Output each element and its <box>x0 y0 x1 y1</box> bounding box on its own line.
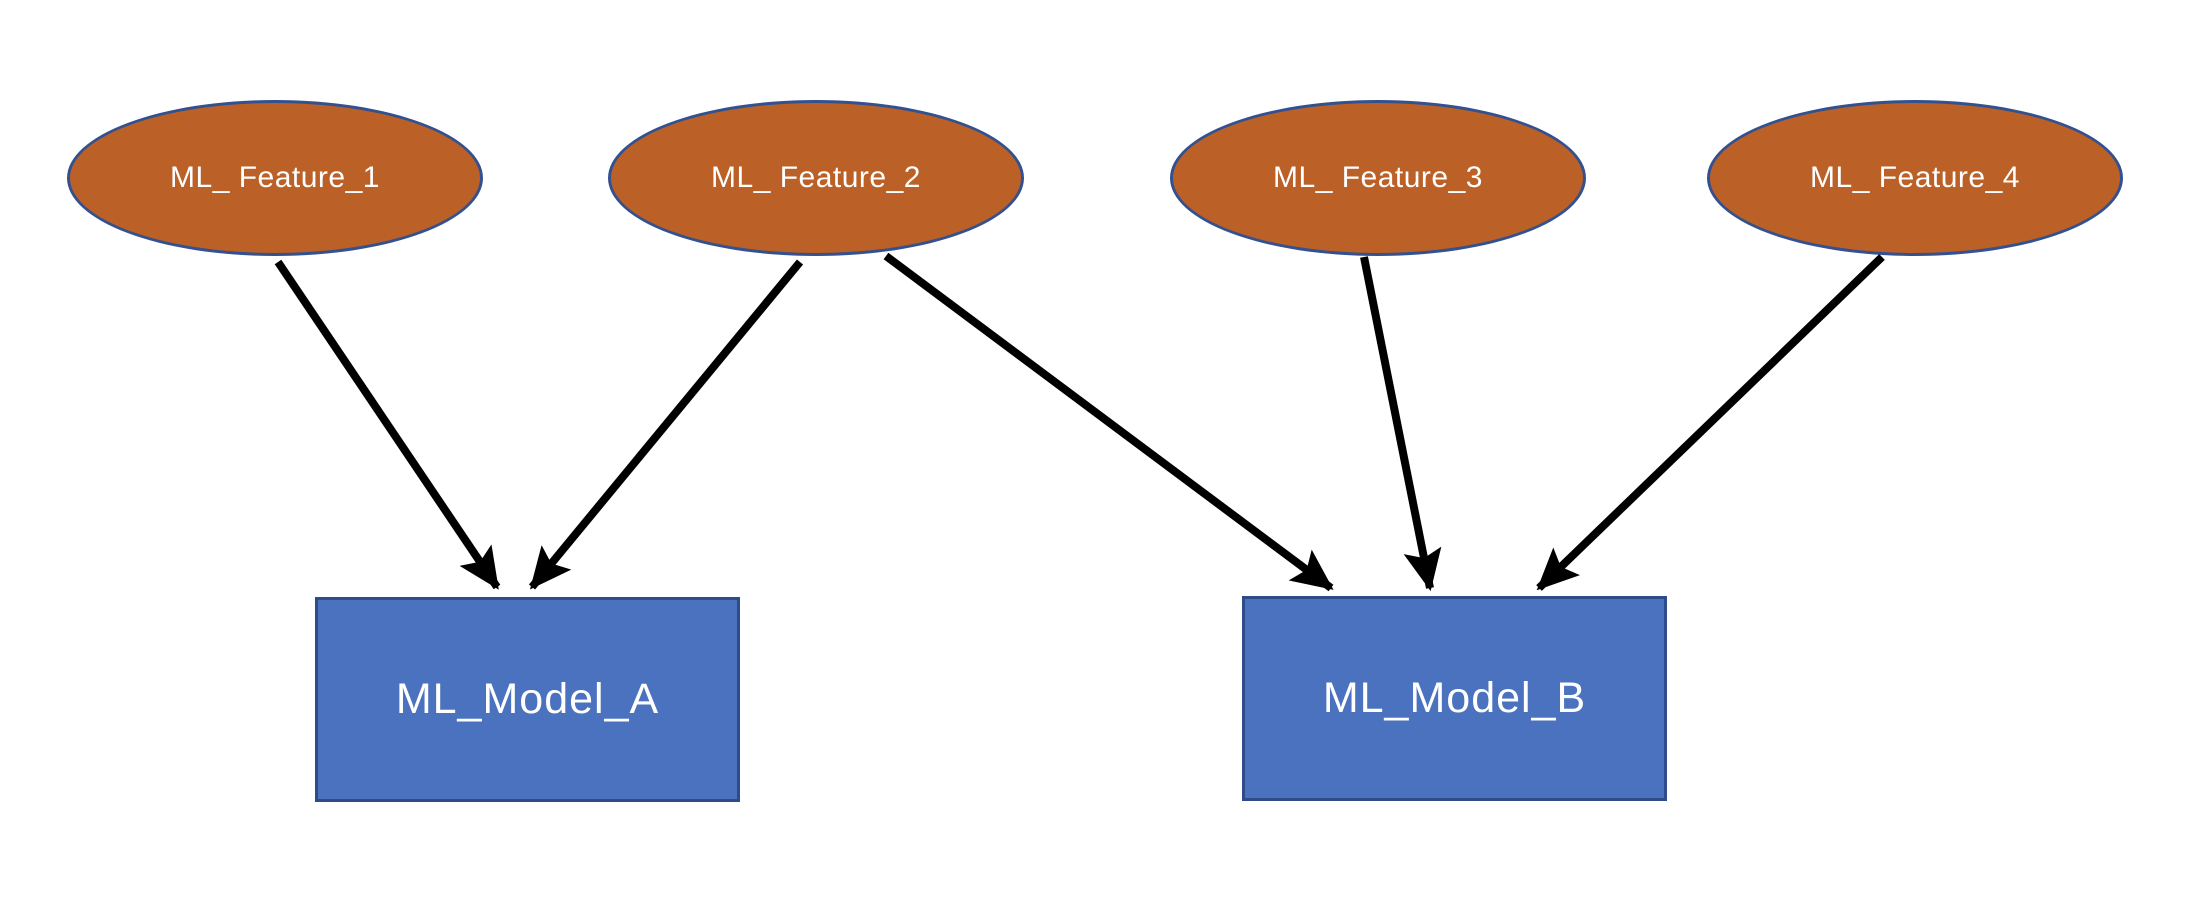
node-label: ML_Model_B <box>1322 674 1587 722</box>
node-ml-feature-4: ML_ Feature_4 <box>1707 100 2123 256</box>
node-ml-feature-1: ML_ Feature_1 <box>67 100 483 256</box>
node-label: ML_ Feature_4 <box>1810 161 2020 194</box>
edge-feature1-modelA <box>274 259 501 590</box>
edge-feature2-modelA <box>528 259 804 590</box>
node-ml-model-a: ML_Model_A <box>315 597 740 802</box>
node-label: ML_Model_A <box>395 675 660 723</box>
node-ml-feature-2: ML_ Feature_2 <box>608 100 1024 256</box>
node-label: ML_ Feature_3 <box>1273 161 1483 194</box>
node-ml-model-b: ML_Model_B <box>1242 596 1667 801</box>
node-label: ML_ Feature_1 <box>170 161 380 194</box>
edge-feature2-modelB <box>883 252 1334 592</box>
edge-feature4-modelB <box>1536 254 1885 591</box>
edge-feature3-modelB <box>1360 256 1442 592</box>
node-label: ML_ Feature_2 <box>711 161 921 194</box>
node-ml-feature-3: ML_ Feature_3 <box>1170 100 1586 256</box>
